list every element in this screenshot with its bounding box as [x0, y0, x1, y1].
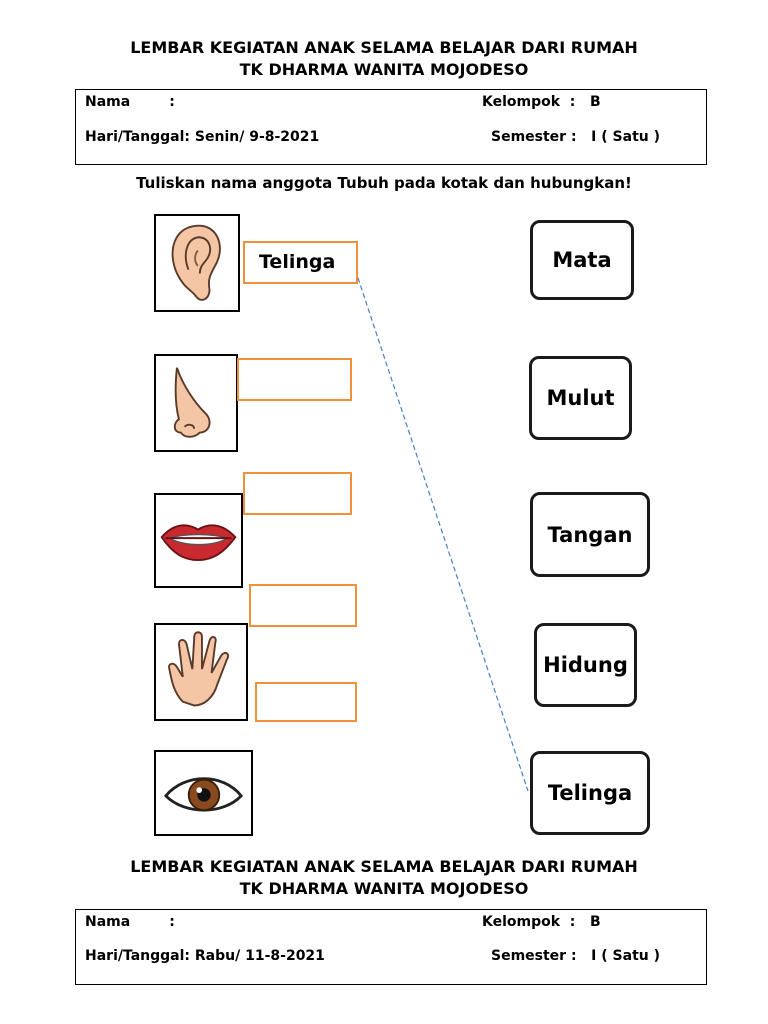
- sheet1-title-line1: LEMBAR KEGIATAN ANAK SELAMA BELAJAR DARI…: [130, 38, 638, 57]
- word-box-mata[interactable]: Mata: [530, 220, 634, 300]
- semester-field: Semester : I ( Satu ): [491, 129, 660, 145]
- word-box-hidung[interactable]: Hidung: [534, 623, 637, 707]
- sheet1-title-line2: TK DHARMA WANITA MOJODESO: [239, 60, 529, 79]
- semester-field-2: Semester : I ( Satu ): [491, 948, 660, 964]
- sheet2-info-box: Nama : Kelompok : B Hari/Tanggal: Rabu/ …: [75, 909, 707, 985]
- word-box-mulut[interactable]: Mulut: [529, 356, 632, 440]
- answer-box-1[interactable]: Telinga: [243, 241, 358, 284]
- instruction-text: Tuliskan nama anggota Tubuh pada kotak d…: [136, 174, 632, 192]
- word-box-tangan[interactable]: Tangan: [530, 492, 650, 577]
- lips-icon: [154, 493, 243, 588]
- answer-box-5[interactable]: [255, 682, 357, 722]
- sheet1-info-box: Nama : Kelompok : B Hari/Tanggal: Senin/…: [75, 89, 707, 165]
- nama-field[interactable]: Nama :: [85, 94, 175, 110]
- hand-icon: [154, 623, 248, 721]
- ear-icon: [154, 214, 240, 312]
- nama-field-2[interactable]: Nama :: [85, 914, 175, 930]
- answer-box-4[interactable]: [249, 584, 357, 627]
- answer-box-2[interactable]: [237, 358, 352, 401]
- answer-box-3[interactable]: [243, 472, 352, 515]
- kelompok-field-2: Kelompok : B: [482, 914, 601, 930]
- sheet2-title-line2: TK DHARMA WANITA MOJODESO: [239, 879, 529, 898]
- tanggal-field: Hari/Tanggal: Senin/ 9-8-2021: [85, 129, 320, 145]
- nose-icon: [154, 354, 238, 452]
- eye-icon: [154, 750, 253, 836]
- sheet2-title-line1: LEMBAR KEGIATAN ANAK SELAMA BELAJAR DARI…: [130, 857, 638, 876]
- kelompok-field: Kelompok : B: [482, 94, 601, 110]
- word-box-telinga[interactable]: Telinga: [530, 751, 650, 835]
- tanggal-field-2: Hari/Tanggal: Rabu/ 11-8-2021: [85, 948, 325, 964]
